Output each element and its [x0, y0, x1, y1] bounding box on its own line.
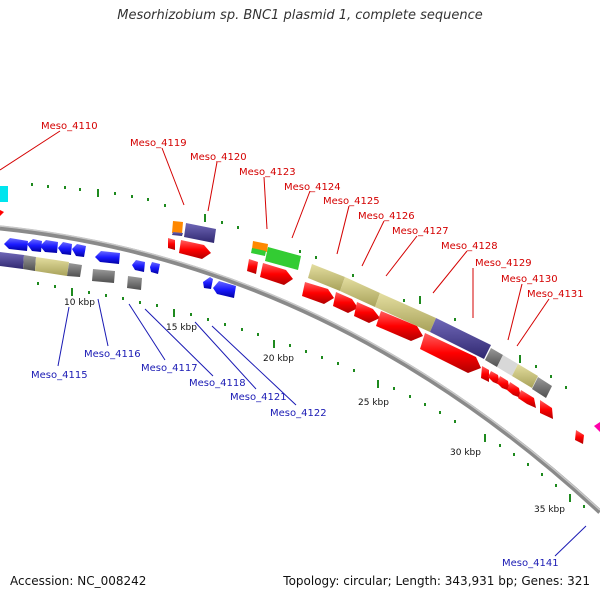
forward-gene-arrow	[540, 400, 553, 419]
label-leader	[0, 130, 61, 171]
forward-gene-arrow	[488, 371, 500, 385]
forward-gene-arrow	[247, 259, 258, 274]
forward-gene-arrow	[0, 210, 4, 216]
label-leader	[128, 303, 166, 361]
forward-gene-arrow	[333, 292, 358, 313]
kbp-tick-label: 10 kbp	[64, 298, 95, 308]
reverse-gene-arrow	[150, 262, 160, 274]
green-feature	[265, 247, 301, 270]
label-leader	[97, 298, 109, 347]
forward-gene-arrow	[518, 390, 536, 408]
kbp-tick-label: 20 kbp	[263, 354, 294, 364]
slate-feature	[184, 223, 216, 243]
plasmid-backbone	[0, 225, 600, 514]
reverse-gene-arrow	[95, 251, 120, 264]
forward-gene-arrow	[575, 430, 584, 444]
plasmid-backbone-highlight	[0, 225, 600, 511]
reverse-gene-arrow	[132, 260, 145, 272]
accession-text: Accession: NC_008242	[10, 574, 147, 588]
gene-label[interactable]: Meso_4122	[270, 408, 327, 419]
label-leader	[361, 220, 385, 267]
label-leader	[507, 283, 523, 341]
label-leader	[57, 306, 70, 367]
reverse-gene-arrow	[4, 238, 28, 251]
inner-tick-track	[37, 282, 585, 508]
label-leader	[263, 176, 268, 230]
kbp-tick-label: 15 kbp	[166, 323, 197, 333]
map-title: Mesorhizobium sp. BNC1 plasmid 1, comple…	[117, 8, 483, 23]
grey-feature	[23, 255, 36, 271]
green-feature	[251, 248, 266, 256]
label-leader	[516, 298, 550, 347]
gene-label[interactable]: Meso_4128	[441, 241, 498, 252]
gene-label[interactable]: Meso_4125	[323, 196, 380, 207]
label-leader	[144, 308, 214, 377]
reverse-gene-arrow	[58, 242, 72, 255]
forward-gene-arrow	[507, 382, 521, 398]
gene-label[interactable]: Meso_4120	[190, 152, 247, 163]
khaki-feature	[512, 364, 538, 388]
gene-label[interactable]: Meso_4118	[189, 378, 246, 389]
forward-gene-arrow	[179, 240, 211, 259]
forward-gene-arrow	[260, 263, 293, 285]
grey-feature	[497, 355, 518, 376]
label-leader	[207, 161, 218, 212]
gene-label[interactable]: Meso_4131	[527, 289, 584, 300]
grey-feature	[67, 263, 82, 277]
label-leader	[211, 325, 297, 406]
gene-label[interactable]: Meso_4129	[475, 258, 532, 269]
kbp-tick-label: 35 kbp	[534, 505, 565, 515]
cyan-feature	[0, 186, 8, 202]
kbp-tick-label: 25 kbp	[358, 398, 389, 408]
grey-feature	[92, 269, 115, 283]
gene-label[interactable]: Meso_4119	[130, 138, 187, 149]
gene-label[interactable]: Meso_4127	[392, 226, 449, 237]
slate-feature	[172, 232, 183, 236]
gene-label[interactable]: Meso_4130	[501, 274, 558, 285]
label-leader	[554, 525, 587, 557]
topology-text: Topology: circular; Length: 343,931 bp; …	[283, 574, 590, 588]
reverse-gene-arrow	[40, 240, 58, 253]
gene-label[interactable]: Meso_4121	[230, 392, 287, 403]
forward-gene-arrow	[354, 302, 380, 323]
forward-gene-arrow	[481, 366, 489, 382]
khaki-feature	[340, 277, 380, 307]
kbp-tick-label: 30 kbp	[450, 448, 481, 458]
gene-label[interactable]: Meso_4110	[41, 121, 98, 132]
slate-feature	[430, 318, 491, 359]
gene-label[interactable]: Meso_4115	[31, 370, 88, 381]
label-leader	[336, 205, 350, 255]
outer-tick-track	[31, 183, 567, 389]
gene-label[interactable]: Meso_4126	[358, 211, 415, 222]
reverse-gene-arrow	[203, 277, 213, 289]
gene-label[interactable]: Meso_4117	[141, 363, 198, 374]
reverse-gene-arrow	[72, 244, 86, 257]
label-leader	[432, 250, 468, 294]
khaki-feature	[375, 293, 436, 332]
grey-feature	[485, 348, 503, 367]
magenta-feature	[594, 422, 600, 432]
gene-label[interactable]: Meso_4116	[84, 349, 141, 360]
grey-feature	[127, 276, 142, 290]
gene-label[interactable]: Meso_4124	[284, 182, 341, 193]
khaki-feature	[308, 264, 345, 291]
gene-label[interactable]: Meso_4123	[239, 167, 296, 178]
forward-gene-arrow	[497, 376, 510, 391]
label-leader	[385, 235, 418, 277]
label-leader	[194, 321, 257, 390]
gene-label[interactable]: Meso_4141	[502, 558, 559, 569]
label-leader	[161, 147, 185, 206]
label-leader	[291, 190, 311, 239]
forward-gene-arrow	[420, 333, 481, 373]
reverse-gene-arrow	[213, 281, 236, 298]
orange-feature	[172, 221, 183, 234]
forward-gene-arrow	[302, 282, 334, 304]
grey-feature	[532, 377, 552, 398]
forward-gene-arrow	[376, 311, 423, 341]
khaki-feature	[35, 257, 69, 276]
forward-gene-arrow	[168, 238, 175, 250]
slate-feature	[0, 252, 24, 269]
reverse-gene-arrow	[27, 239, 42, 252]
